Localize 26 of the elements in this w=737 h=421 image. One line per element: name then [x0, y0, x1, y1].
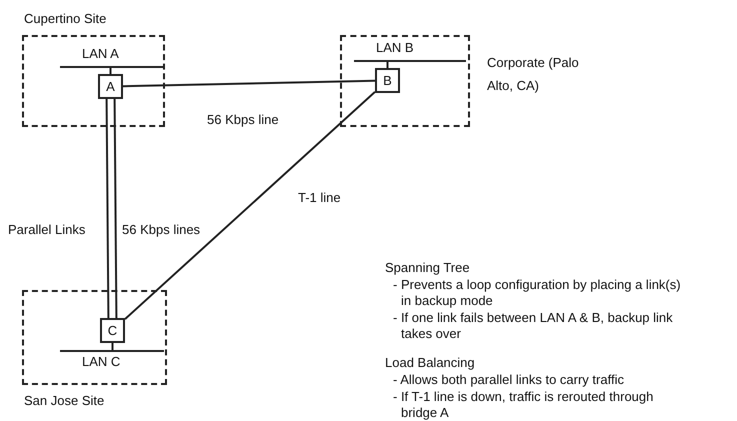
link-line: [110, 68, 112, 74]
note-text: Spanning Tree: [385, 260, 471, 276]
bridge-box: A: [98, 74, 123, 99]
edge-label: 56 Kbps line: [205, 112, 281, 127]
note-text: - Allows both parallel links to carry traffic: [393, 372, 625, 388]
note-text: Load Balancing: [385, 355, 476, 371]
link-line: [106, 99, 110, 318]
lan-label: LAN C: [82, 354, 120, 369]
note-text: - Prevents a loop configuration by placing a link(s) in backup mode: [393, 277, 682, 309]
site-label: Corporate (Palo Alto, CA): [487, 54, 580, 95]
edge-label: 56 Kbps lines: [120, 222, 202, 237]
bridge-box: C: [100, 318, 125, 343]
edge-label: T-1 line: [296, 190, 343, 205]
note-text: - If one link fails between LAN A & B, backup link takes over: [393, 310, 674, 342]
lan-label: LAN A: [82, 46, 119, 61]
note-text: - If T-1 line is down, traffic is rerouted through bridge A: [393, 389, 654, 421]
lan-label: LAN B: [376, 40, 414, 55]
link-line: [122, 80, 376, 88]
site-label: San Jose Site: [24, 393, 104, 408]
link-line: [386, 62, 388, 68]
edge-label: Parallel Links: [6, 222, 88, 237]
bridge-box: B: [375, 68, 400, 93]
link-line: [114, 99, 118, 318]
site-label: Cupertino Site: [24, 11, 106, 26]
link-line: [124, 91, 376, 320]
link-line: [112, 343, 114, 350]
